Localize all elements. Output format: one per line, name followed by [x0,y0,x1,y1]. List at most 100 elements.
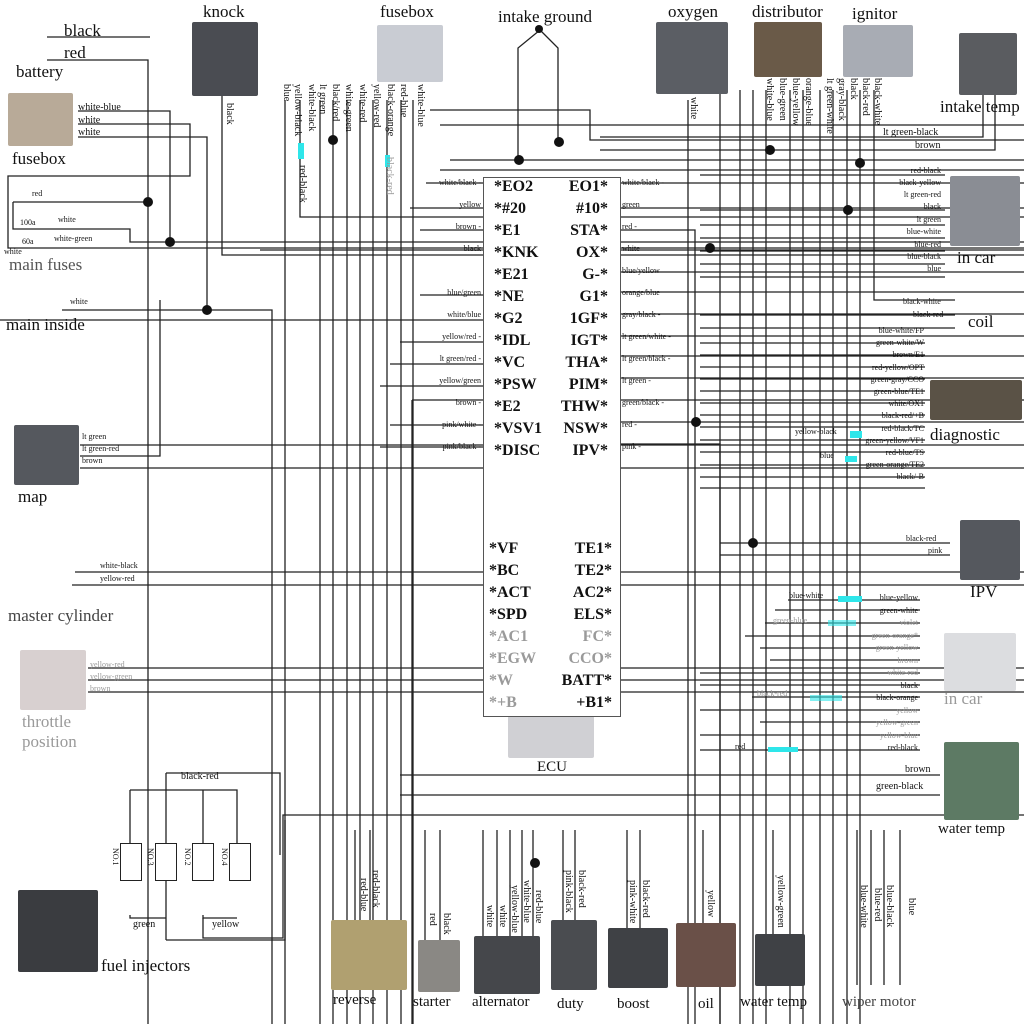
diagnostic-label: diagnostic [930,425,1000,444]
in-car-2-wire-label: violet [899,618,918,627]
ecu-pin-lower-left: *BC [489,562,520,579]
ecu-left-wire-label: brown - [455,222,481,231]
distributor-wire-label: white-blue [764,78,775,121]
battery-red-label: red [64,43,86,62]
bottom-wire-label: pink-white [627,880,638,924]
bottom-wire-label: black-red [576,870,587,908]
oxygen-label: oxygen [668,2,719,21]
ecu-pin-left: *VSV1 [494,420,543,437]
diagnostic-wire-label: green-gray/CCO [870,374,924,384]
fusebox-connector-photo [377,25,443,82]
fusebox-left-wire-2: white [78,115,101,126]
intake-temp-connector-photo [959,33,1017,95]
diagnostic-wire-label: brown/E1 [892,350,924,360]
in-car-2-wire-label: yellow-green [875,718,918,727]
diagnostic-wire-label: red-blue/TS [885,448,924,457]
diagnostic-wire-label: black/-B [896,472,924,482]
ecu-pin-lower-left: *AC1 [489,628,529,645]
bottom-wire-label: yellow-blue [509,885,520,933]
ecu-right-wire-label: gray/black - [622,310,661,319]
ecu-left-wire-label: yellow [459,200,481,209]
junction-dot [535,25,543,33]
junction-dot [514,155,524,165]
fuel-injector-connector-photo [18,890,98,972]
map-label: map [18,487,48,506]
ecu-right-wire-label: lt green/black - [622,354,671,363]
main-fuses-label: main fuses [9,255,83,274]
master-cylinder-label: master cylinder [8,606,114,625]
ecu-left-wire-label: lt green/red - [439,354,481,363]
diagnostic-wire-label: blue-white/FP [878,326,924,335]
bottom-wire-label: blue-white [858,885,869,928]
ecu-pin-right: EO1* [568,178,608,195]
injector-black-red: black-red [181,771,219,782]
throttle-wire-2: yellow-green [90,672,133,681]
ignitor-wire-label: black [848,78,859,100]
fusebox-wire-label: white-green [343,84,354,132]
in-car-2-connector-photo [944,633,1016,691]
fusebox-wire-label: yellow-black [292,84,303,137]
ecu-right-wire-label: white [622,244,640,253]
diagnostic-connector-photo [930,380,1022,420]
throttle-connector-photo [20,650,86,710]
intake-temp-wire-2: brown [915,140,941,151]
water-temp-wire-2: green-black [876,781,924,792]
ecu-pin-left: *DISC [494,442,541,459]
water-temp-label: water temp [938,821,1006,837]
water-temp-bottom-connector-photo [755,934,805,986]
ecu-pin-left: *G2 [494,310,523,327]
ecu-right-wire-label: green/black - [622,398,664,407]
ecu-pin-right: IGT* [570,332,608,349]
highlight-mark [845,456,857,462]
ecu-left-wire-label: black [463,244,481,253]
ecu-pin-left: *#20 [494,200,526,217]
ecu-left-wire-label: pink/white - [442,420,481,429]
junction-dot [765,145,775,155]
ecu-pin-lower-right: BATT* [561,672,612,689]
ecu-pin-right: THW* [560,398,608,415]
bottom-wire-label: red-blue [533,890,544,924]
in-car-2-wire-label: black-orange [876,693,918,702]
battery-label: battery [16,62,64,81]
water-temp-connector-photo [944,742,1019,820]
ecu-right-wire-label: red - [622,222,637,231]
diagnostic-wire-label: green-yellow/VF1 [865,435,924,445]
ecu-pin-left: *E21 [494,266,529,283]
injector-green: green [133,919,156,930]
in-car-wire-label: blue-black [907,252,941,261]
in-car-label: in car [957,248,996,267]
oil-label: oil [698,996,714,1012]
in-car-2-left-1: blue-white [789,591,824,600]
ignitor-wire-label: black-white [872,78,883,126]
intake-ground-label: intake ground [498,7,592,26]
ecu-pin-lower-left: *EGW [489,650,537,667]
ecu-pin-left: *KNK [494,244,539,261]
ignitor-connector-photo [843,25,913,77]
knock-connector-photo [192,22,258,96]
ecu-pin-lower-left: *SPD [489,606,528,623]
junction-dot [328,135,338,145]
bottom-wire-label: black-red [640,880,651,918]
duty-label: duty [557,996,584,1012]
water-temp-wire-1: brown [905,764,931,775]
junction-dot [143,197,153,207]
ecu-pin-right: OX* [576,244,608,261]
injector-number: NO.2 [183,848,192,866]
map-connector-photo [14,425,79,485]
diagnostic-wire-label: black-red/+B [881,411,924,421]
bottom-wire-label: red-black [370,870,381,908]
bottom-wire-label: yellow [705,890,716,918]
starter-connector-photo [418,940,460,992]
in-car-wire-label: blue-white [906,227,941,236]
ecu-pin-lower-right: FC* [582,628,612,645]
ecu-pin-right: IPV* [572,442,608,459]
water-temp-bottom-label: water temp [740,994,808,1010]
injector-number: NO.3 [146,848,155,866]
map-wire-1: lt green [82,432,107,441]
ecu-left-wire-label: white/black - [439,178,481,187]
ecu-right-wire-label: red - [622,420,637,429]
in-car-2-wire-label: blue-yellow [879,593,918,602]
knock-wire-label: black [224,103,235,125]
ecu-pin-box [483,177,621,717]
